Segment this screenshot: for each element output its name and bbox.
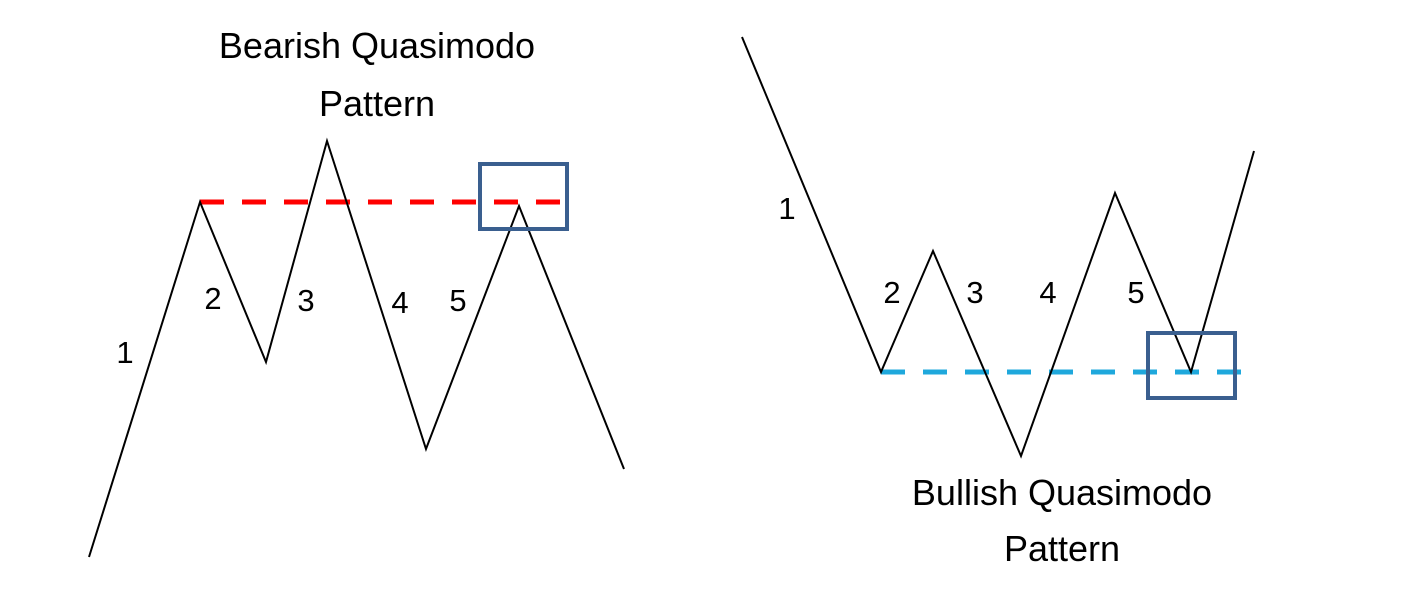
- bearish-leg-1: 1: [116, 335, 133, 370]
- bearish-leg-2: 2: [204, 281, 221, 316]
- bearish-entry-box: [478, 162, 569, 231]
- bullish-leg-3: 3: [966, 275, 983, 310]
- bullish-pattern: 1 2 3 4 5 Bullish Quasimodo Pattern: [741, 36, 1255, 569]
- bearish-pattern: Bearish Quasimodo Pattern 1 2 3 4 5: [88, 25, 625, 558]
- bearish-title-line1: Bearish Quasimodo: [219, 25, 535, 66]
- bearish-price-path: [88, 137, 625, 558]
- bearish-title-line2: Pattern: [319, 83, 435, 124]
- bearish-leg-4: 4: [391, 285, 408, 320]
- bullish-title-line1: Bullish Quasimodo: [912, 472, 1212, 513]
- bullish-leg-4: 4: [1039, 275, 1056, 310]
- bearish-leg-5: 5: [449, 283, 466, 318]
- bullish-leg-2: 2: [883, 275, 900, 310]
- bearish-leg-3: 3: [297, 283, 314, 318]
- bullish-leg-1: 1: [778, 191, 795, 226]
- bullish-price-path: [741, 36, 1255, 459]
- bullish-entry-box: [1146, 331, 1237, 400]
- bullish-title-line2: Pattern: [1004, 528, 1120, 569]
- bullish-leg-5: 5: [1127, 275, 1144, 310]
